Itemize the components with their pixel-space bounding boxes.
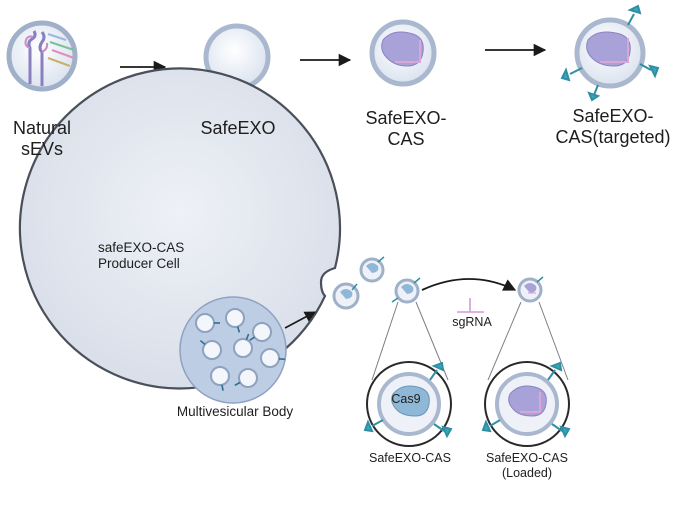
safeexo-cas-line1: SafeEXO- [365, 108, 447, 128]
mvb-intraluminal-vesicle [260, 348, 286, 368]
label-producer-cell: safeEXO-CAS Producer Cell [98, 240, 208, 271]
zoom-right-line1: SafeEXO-CAS [486, 451, 568, 465]
natural-sevs-vesicle [6, 20, 78, 92]
released-vesicle-1 [359, 256, 385, 283]
mvb-intraluminal-vesicle [249, 322, 272, 342]
producer-cell-line1: safeEXO-CAS [98, 240, 185, 255]
label-zoom-left: SafeEXO-CAS [369, 451, 451, 465]
budding-vesicle [332, 282, 360, 310]
producer-cell-line2: Producer Cell [98, 255, 180, 271]
targeted-line2: CAS(targeted) [555, 126, 671, 147]
mvb-intraluminal-vesicle [195, 313, 220, 333]
natural-label-line1: Natural [12, 118, 72, 138]
zoom-lines-right [487, 301, 569, 381]
arrow-loading [421, 278, 517, 291]
label-zoom-right: SafeEXO-CAS (Loaded) [477, 451, 577, 481]
label-cas9: Cas9 [391, 392, 421, 406]
zoom-right-line2: (Loaded) [501, 466, 553, 480]
zoom-safeexo-cas-loaded [481, 361, 571, 447]
multivesicular-body [179, 296, 287, 404]
producer-cell [18, 67, 342, 390]
label-sgrna: sgRNA [452, 315, 492, 329]
safeexo-cas-line2: CAS [387, 128, 425, 149]
natural-label-line2: sEVs [20, 138, 63, 159]
safeexo-cas-targeted-vesicle [560, 4, 660, 102]
label-safeexo: SafeEXO [200, 118, 276, 138]
label-mvb: Multivesicular Body [176, 404, 294, 419]
mvb-intraluminal-vesicle [225, 308, 245, 333]
safeexo-cas-vesicle [369, 19, 437, 87]
mvb-intraluminal-vesicle [210, 366, 230, 391]
mvb-intraluminal-vesicle [199, 339, 222, 360]
mvb-intraluminal-vesicle [233, 333, 253, 358]
targeted-line1: SafeEXO- [572, 106, 654, 126]
zoom-safeexo-cas [363, 361, 453, 447]
released-vesicle-2 [391, 277, 421, 304]
label-safeexo-cas-targeted: SafeEXO- CAS(targeted) [554, 106, 672, 147]
loaded-vesicle-small [517, 276, 544, 303]
mvb-intraluminal-vesicle [234, 368, 258, 388]
label-safeexo-cas: SafeEXO- CAS [358, 108, 454, 149]
sgrna-glyph [457, 298, 484, 313]
label-natural-sevs: Natural sEVs [4, 118, 80, 159]
arrow-mvb-to-membrane [284, 311, 316, 329]
